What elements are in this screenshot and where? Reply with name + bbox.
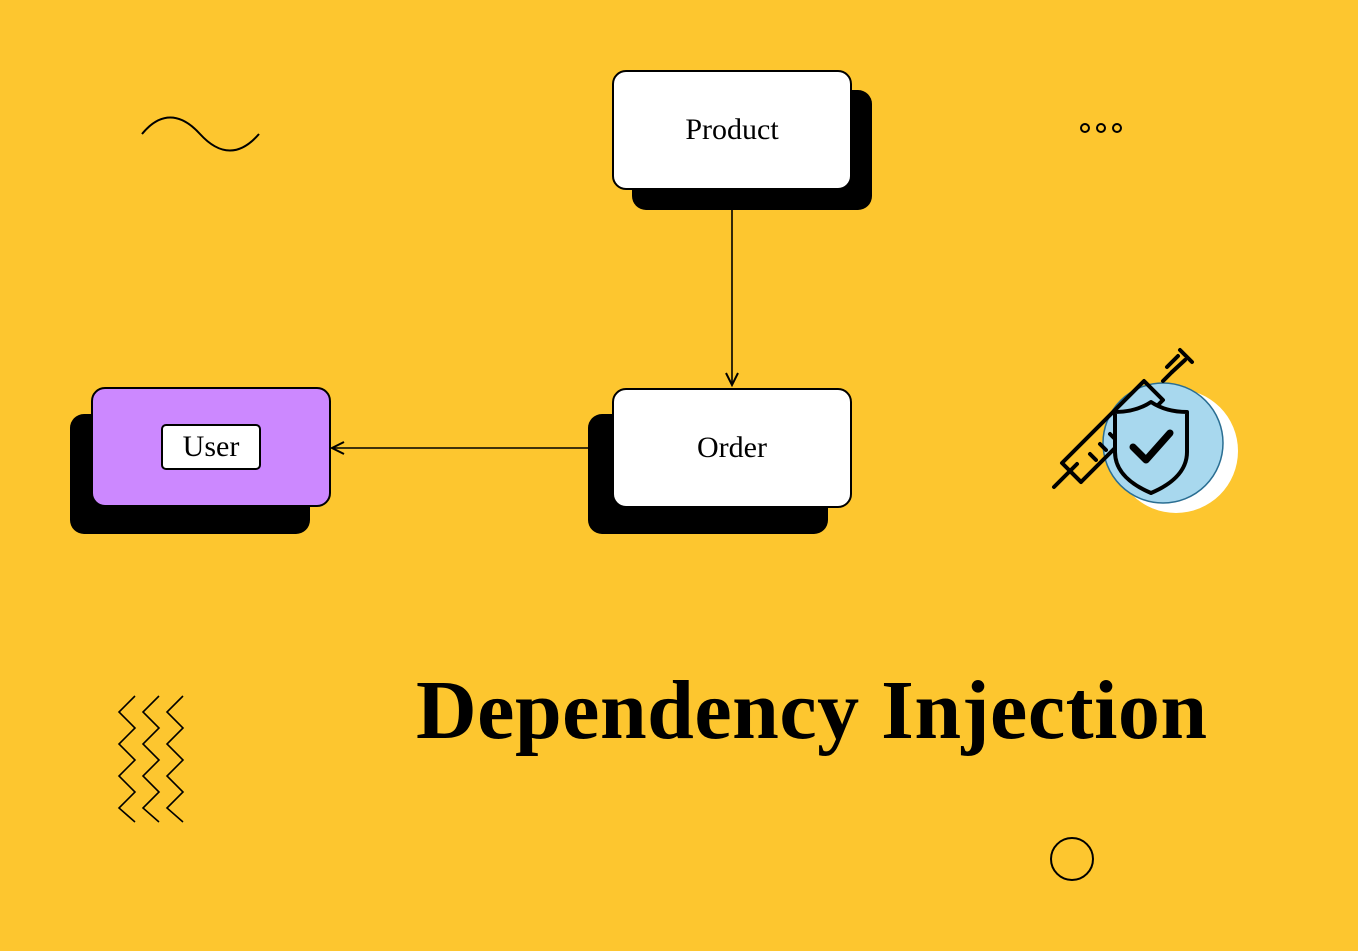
order-node: Order — [612, 388, 852, 508]
dots-icon — [1080, 123, 1122, 133]
order-node-label: Order — [697, 431, 767, 464]
product-node: Product — [612, 70, 852, 190]
syringe-shield-icon — [1052, 348, 1238, 513]
user-node: User — [91, 387, 331, 507]
circle-icon — [1050, 837, 1094, 881]
user-node-label: User — [160, 424, 262, 470]
zigzag-icon — [117, 695, 185, 823]
wave-icon — [141, 116, 260, 152]
product-node-label: Product — [685, 113, 779, 146]
page-title: Dependency Injection — [416, 664, 1208, 757]
